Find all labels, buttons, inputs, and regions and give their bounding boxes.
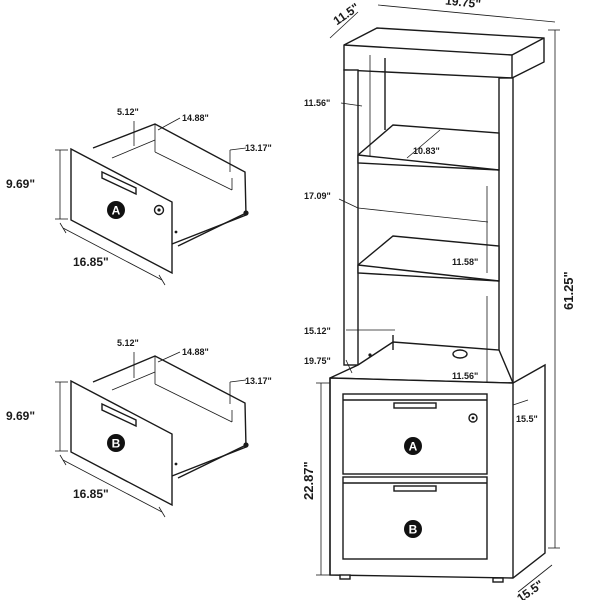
drawer-b-slide-rail <box>177 445 245 479</box>
cabinet-top-depth-line <box>329 11 359 39</box>
cabinet-shelf-2-front <box>357 264 500 282</box>
drawer-a-width-tick-left <box>59 222 67 234</box>
drawer-a-inner-lip <box>111 139 156 159</box>
drawer-a-top-depth-label: 5.12" <box>117 107 139 117</box>
cabinet-right-side-panel <box>498 77 514 384</box>
cabinet-shelf1-depth-label: 10.83" <box>413 146 440 156</box>
drawer-a-rail-stop <box>243 210 249 216</box>
cabinet-shelf3-clear-label: 15.12" <box>304 326 331 336</box>
cabinet-base-height-label: 22.87" <box>301 461 316 500</box>
cabinet-grommet-icon <box>452 349 468 359</box>
drawer-b-width-line <box>62 459 163 513</box>
drawer-a-slide-rail <box>177 213 245 247</box>
drawer-a-side-depth-label: 13.17" <box>245 143 272 153</box>
cabinet-top-side-edge <box>511 37 545 56</box>
drawer-a-illustration: A 9.69" 16.85" 5.12" 14.88" 13.17" <box>6 107 272 286</box>
cabinet-drawer-b-badge <box>404 520 422 538</box>
drawer-a-handle <box>101 170 137 196</box>
cabinet-base-right-label: 11.56" <box>452 371 478 381</box>
cabinet-base-width-leader <box>345 359 353 374</box>
drawer-a-top-width-leader <box>157 117 181 131</box>
cabinet-foot-right <box>492 577 504 583</box>
drawer-b-width-tick-left <box>59 454 67 466</box>
cabinet-top-depth-label: 11.5" <box>331 0 362 28</box>
drawer-a-top-width-label: 14.88" <box>182 113 209 123</box>
drawer-a-lock-icon <box>153 204 165 216</box>
cabinet-bottom-depth-label: 15.5" <box>514 577 546 600</box>
drawer-b-width-tick-right <box>158 506 166 518</box>
cabinet-foot-left <box>339 574 351 580</box>
cabinet-top-width-label: 19.75" <box>445 0 482 11</box>
cabinet-shelf1-clear-leader <box>340 102 363 107</box>
drawer-a-screw <box>174 230 178 234</box>
cabinet-shelf-2 <box>357 235 500 282</box>
drawer-b-illustration: B 9.69" 16.85" 5.12" 14.88" 13.17" <box>6 338 272 518</box>
cabinet-shelf1-clear-label: 11.56" <box>304 98 330 108</box>
cabinet-bottom-screw <box>368 353 372 357</box>
drawer-b-top-width-label: 14.88" <box>182 347 209 357</box>
drawer-b-handle <box>101 402 137 428</box>
cabinet-shelf2-right-label: 11.58" <box>452 257 478 267</box>
cabinet-illustration: 11.5" 19.75" A <box>301 0 576 600</box>
drawer-b-side-depth-label: 13.17" <box>245 376 272 386</box>
drawer-a-badge <box>107 201 125 219</box>
cabinet-drawer-b-badge-label: B <box>409 523 418 537</box>
drawer-b-screw <box>174 462 178 466</box>
cabinet-drawer-b-handle <box>393 485 437 492</box>
cabinet-hutch-bottom <box>329 341 515 384</box>
cabinet-total-height-label: 61.25" <box>561 271 576 310</box>
drawer-b-top-depth-label: 5.12" <box>117 338 139 348</box>
cabinet-drawer-a-lock-icon <box>468 413 478 423</box>
cabinet-shelf1-depth-line <box>406 129 441 159</box>
drawer-b-badge <box>107 434 125 452</box>
drawer-a-badge-label: A <box>112 204 121 218</box>
cabinet-drawer-a-badge-label: A <box>409 440 418 454</box>
cabinet-top-front-edge <box>343 44 513 56</box>
cabinet-top-board <box>343 27 545 79</box>
drawer-a-height-label: 9.69" <box>6 177 35 191</box>
drawer-b-badge-label: B <box>112 437 121 451</box>
cabinet-shelf2-clear-label: 17.09" <box>304 191 331 201</box>
drawer-a-side-depth-leader <box>229 147 247 151</box>
cabinet-drawer-a-handle <box>393 402 437 409</box>
drawer-a-lock-keyhole <box>157 208 161 212</box>
cabinet-left-side-panel <box>343 69 359 366</box>
drawer-b-top-width-leader <box>157 351 181 363</box>
cabinet-drawer-a-keyhole <box>471 416 475 420</box>
drawer-b-inner-lip <box>111 371 156 391</box>
drawer-a-width-line <box>62 227 163 281</box>
drawer-a-width-label: 16.85" <box>73 255 109 269</box>
drawer-a-floor-edge <box>154 151 233 191</box>
cabinet-shelf2-clear-leader <box>338 198 359 209</box>
cabinet-side-depth-label: 15.5" <box>516 414 538 424</box>
cabinet-bottom-depth-line <box>517 564 553 593</box>
cabinet-shelf-1-front <box>357 154 500 171</box>
cabinet-drawer-a-badge <box>404 437 422 455</box>
drawer-a-width-tick-right <box>158 274 166 286</box>
drawer-b-width-label: 16.85" <box>73 487 109 501</box>
drawer-b-rail-stop <box>243 442 249 448</box>
drawer-b-height-label: 9.69" <box>6 409 35 423</box>
cabinet-shelf2-width-line <box>357 207 489 223</box>
cabinet-base-width-label: 19.75" <box>304 356 331 366</box>
drawer-b-floor-edge <box>154 383 233 423</box>
cabinet-top-width-line <box>377 4 556 23</box>
cabinet-side-depth-leader <box>512 399 529 406</box>
drawer-b-side-depth-leader <box>229 379 247 383</box>
